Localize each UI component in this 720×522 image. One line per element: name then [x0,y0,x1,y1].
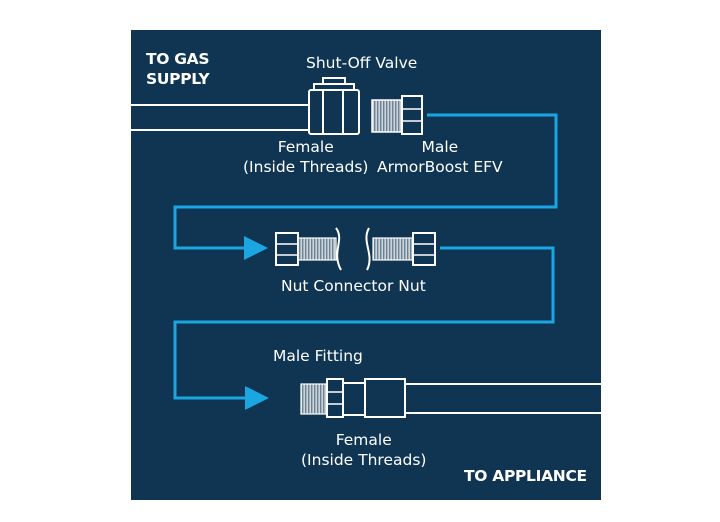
female-2-line2: (Inside Threads) [301,451,427,469]
flow-arrow-2-icon [245,386,269,410]
to-gas-supply-line2: SUPPLY [146,70,210,88]
shutoff-valve-label: Shut-Off Valve [306,54,418,72]
flow-line-1 [173,113,558,250]
to-appliance-label: TO APPLIANCE [464,467,587,485]
female-inside-threads-label-2: Female (Inside Threads) [301,430,426,470]
right-connector-nut-icon [365,227,436,271]
male-1-line1: Male [421,138,459,156]
to-gas-supply-label: TO GAS SUPPLY [146,49,210,89]
female-1-line1: Female [277,138,334,156]
shutoff-valve-icon [308,77,360,135]
gas-connection-diagram [131,77,601,418]
diagram-panel: TO GAS SUPPLY Shut-Off Valve Female (Ins… [131,30,601,500]
male-fitting-icon [300,378,344,418]
armorboost-efv-fitting-icon [371,95,423,135]
female-2-line1: Female [335,431,392,449]
to-gas-supply-line1: TO GAS [146,50,210,68]
female-fitting-appliance-pipe-icon [342,378,601,418]
flow-arrow-1-icon [244,236,268,260]
male-fitting-label: Male Fitting [273,347,363,365]
nut-connector-nut-label: Nut Connector Nut [281,277,426,295]
gas-supply-pipe [131,104,309,131]
female-1-line2: (Inside Threads) [243,158,369,176]
left-connector-nut-icon [275,227,342,271]
male-1-line2: ArmorBoost EFV [377,158,503,176]
flow-line-2 [173,246,555,400]
female-inside-threads-label-1: Female (Inside Threads) [243,137,368,177]
male-armorboost-efv-label: Male ArmorBoost EFV [377,137,503,177]
